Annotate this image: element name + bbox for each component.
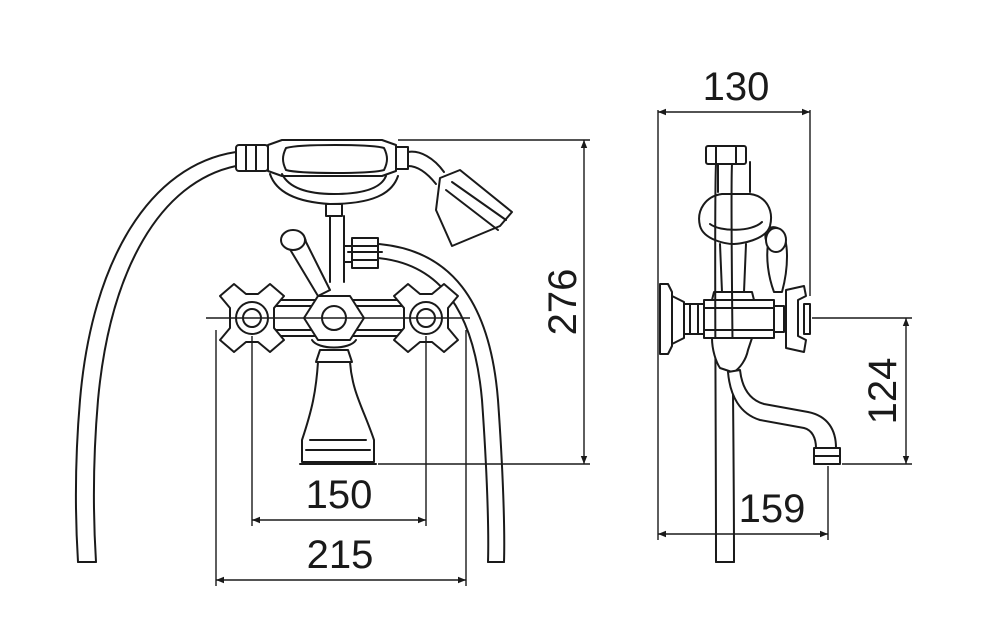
dimension-124-label: 124 <box>861 358 905 425</box>
side-spout <box>727 369 841 465</box>
side-hose <box>714 163 735 563</box>
cradle <box>269 173 399 283</box>
side-extension-lines <box>657 110 912 540</box>
side-handle <box>785 285 811 353</box>
dimension-276-label: 276 <box>541 269 585 336</box>
dimension-130-label: 130 <box>703 65 770 109</box>
front-view: 150 215 276 <box>75 139 590 586</box>
dimension-150-label: 150 <box>306 473 373 517</box>
spout-column <box>299 349 377 465</box>
dimension-215-label: 215 <box>307 533 374 577</box>
center-nut <box>303 295 365 349</box>
dimension-159: 159 <box>658 487 828 538</box>
dimension-130: 130 <box>658 65 810 116</box>
dimension-150: 150 <box>252 473 426 524</box>
dimension-276: 276 <box>541 140 588 464</box>
dimension-159-label: 159 <box>739 487 806 531</box>
dimension-215: 215 <box>216 533 466 584</box>
hose-connector <box>343 237 383 269</box>
side-cradle <box>698 145 772 301</box>
side-view: 130 124 159 <box>657 65 912 563</box>
side-lever <box>764 226 788 293</box>
side-lower <box>711 337 753 373</box>
hand-shower <box>235 139 513 247</box>
extension-lines <box>206 139 590 586</box>
diverter-lever <box>280 229 331 297</box>
dimension-124: 124 <box>861 318 910 464</box>
shower-hose <box>75 151 506 563</box>
wall-flange <box>659 283 705 355</box>
